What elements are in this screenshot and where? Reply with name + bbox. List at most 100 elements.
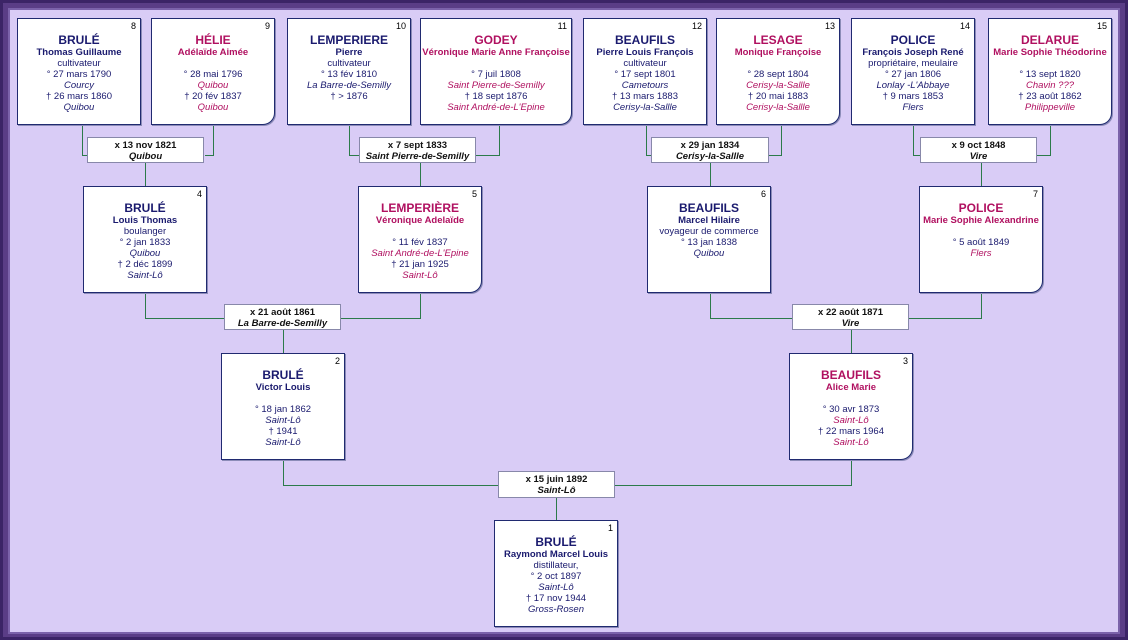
detail-line: [920, 226, 1042, 237]
marriage-place: Quibou: [128, 151, 163, 162]
sosa-number: 14: [959, 21, 970, 31]
detail-line: ° 11 fév 1837: [392, 237, 448, 248]
sosa-number: 9: [264, 21, 270, 31]
detail-line: [421, 58, 571, 69]
detail-line: † 17 nov 1944: [525, 593, 587, 604]
detail-line: Cerisy-la-Sallle: [613, 102, 677, 113]
detail-line: ° 28 mai 1796: [183, 69, 243, 80]
surname: GODEY: [474, 33, 518, 47]
surname: POLICE: [890, 33, 936, 47]
detail-line: Saint André-de-L'Epine: [447, 102, 545, 113]
detail-line: boulanger: [123, 226, 167, 237]
detail-line: Quibou: [197, 80, 229, 91]
sosa-number: 3: [902, 356, 908, 366]
surname: LEMPERIÈRE: [380, 201, 459, 215]
sosa-number: 10: [395, 21, 406, 31]
given-names: Marie Sophie Théodorine: [993, 47, 1107, 58]
detail-line: † 23 août 1862: [1018, 91, 1082, 102]
detail-line: [359, 226, 481, 237]
detail-line: distillateur,: [533, 560, 579, 571]
surname: BRULÉ: [535, 535, 577, 549]
given-names: Marcel Hilaire: [678, 215, 740, 226]
surname: BRULÉ: [124, 201, 166, 215]
sosa-number: 1: [607, 523, 613, 533]
surname: DELARUE: [1020, 33, 1079, 47]
surname: LESAGE: [753, 33, 803, 47]
detail-line: [288, 102, 410, 113]
given-names: Pierre: [335, 47, 363, 58]
surname: HÉLIE: [195, 33, 231, 47]
given-names: Thomas Guillaume: [36, 47, 122, 58]
marriage-date: x 15 juin 1892: [525, 474, 588, 485]
detail-line: † 18 sept 1876: [464, 91, 528, 102]
detail-line: † 2 déc 1899: [117, 259, 173, 270]
detail-line: Saint-Lô: [402, 270, 438, 281]
marriage-place: Saint Pierre-de-Semilly: [365, 151, 470, 162]
detail-line: cultivateur: [327, 58, 371, 69]
marriage-date: x 9 oct 1848: [951, 140, 1006, 151]
detail-line: Quibou: [129, 248, 161, 259]
marriage-place: La Barre-de-Semilly: [237, 318, 328, 329]
detail-line: † 1941: [268, 426, 298, 437]
given-names: Véronique Marie Anne Françoise: [422, 47, 570, 58]
marriage-date: x 13 nov 1821: [114, 140, 177, 151]
sosa-number: 13: [824, 21, 835, 31]
marriage-date: x 7 sept 1833: [387, 140, 448, 151]
given-names: Adélaïde Aimée: [177, 47, 249, 58]
given-names: Pierre Louis François: [596, 47, 694, 58]
given-names: Louis Thomas: [112, 215, 178, 226]
detail-line: Saint-Lô: [833, 415, 869, 426]
detail-line: ° 28 sept 1804: [747, 69, 809, 80]
detail-line: Saint-Lô: [538, 582, 574, 593]
detail-line: Saint-Lô: [265, 437, 301, 448]
given-names: Alice Marie: [825, 382, 877, 393]
detail-line: † 21 jan 1925: [391, 259, 449, 270]
detail-line: † 9 mars 1853: [882, 91, 944, 102]
sosa-number: 7: [1032, 189, 1038, 199]
detail-line: † 20 fév 1837: [184, 91, 242, 102]
detail-line: ° 13 sept 1820: [1019, 69, 1081, 80]
sosa-number: 12: [691, 21, 702, 31]
detail-line: Chavin ???: [1025, 80, 1075, 91]
detail-line: ° 13 fév 1810: [320, 69, 378, 80]
surname: BRULÉ: [262, 368, 304, 382]
detail-line: † 26 mars 1860: [45, 91, 112, 102]
detail-line: cultivateur: [57, 58, 101, 69]
detail-line: ° 2 oct 1897: [530, 571, 582, 582]
marriage-place: Cerisy-la-Sallle: [675, 151, 745, 162]
surname: BRULÉ: [58, 33, 100, 47]
detail-line: Cerisy-la-Sallle: [746, 102, 810, 113]
surname: BEAUFILS: [615, 33, 675, 47]
detail-line: [989, 58, 1111, 69]
detail-line: Saint-Lô: [127, 270, 163, 281]
detail-line: [648, 259, 770, 270]
given-names: Marie Sophie Alexandrine: [923, 215, 1039, 226]
marriage-date: x 29 jan 1834: [680, 140, 740, 151]
detail-line: † 13 mars 1883: [611, 91, 678, 102]
detail-line: Gross-Rosen: [528, 604, 584, 615]
detail-line: Courcy: [63, 80, 95, 91]
detail-line: Saint Pierre-de-Semilly: [447, 80, 545, 91]
detail-line: † > 1876: [330, 91, 368, 102]
given-names: Véronique Adelaïde: [375, 215, 465, 226]
detail-line: ° 13 jan 1838: [680, 237, 738, 248]
